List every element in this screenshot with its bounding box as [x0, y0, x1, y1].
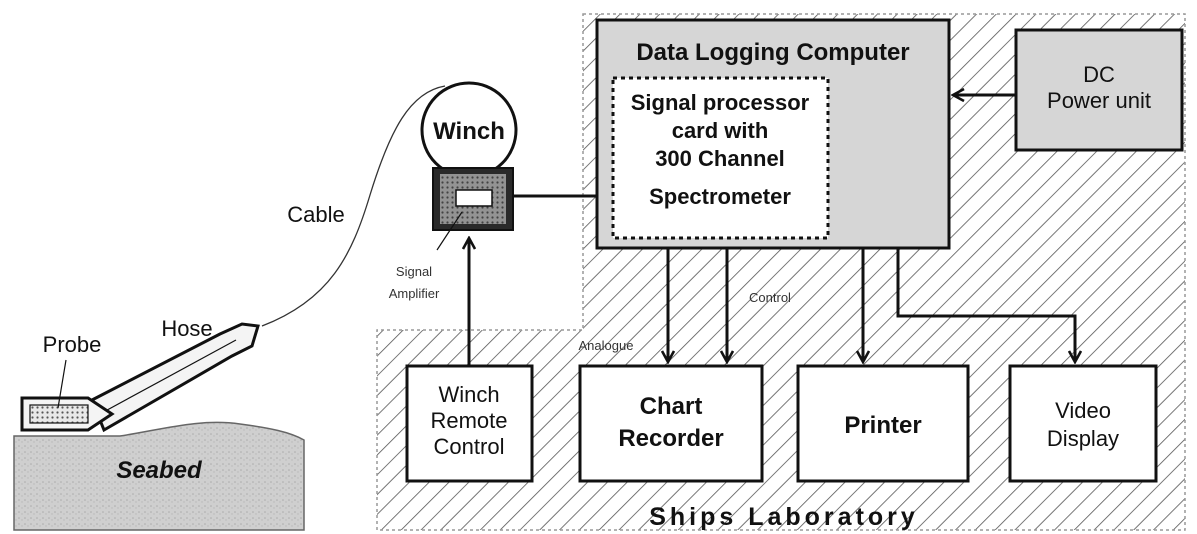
- hose-label: Hose: [161, 316, 212, 341]
- hose-inner-line: [97, 339, 237, 416]
- winch-remote-line-1: Winch: [438, 382, 499, 407]
- signal-processor-card: Signal processor card with 300 Channel S…: [611, 76, 830, 240]
- signal-amplifier-label-1: Signal: [396, 264, 432, 279]
- seabed: Seabed: [13, 421, 305, 531]
- cable-label: Cable: [287, 202, 344, 227]
- signal-amplifier-label-2: Amplifier: [389, 286, 440, 301]
- signal-processor-line-1: Signal processor: [631, 90, 810, 115]
- winch-label: Winch: [433, 118, 505, 145]
- data-logging-computer-label: Data Logging Computer: [636, 39, 909, 66]
- winch-remote-line-2: Remote: [430, 408, 507, 433]
- video-display-arrow: [896, 248, 1075, 362]
- dc-power-line-1: DC: [1083, 62, 1115, 87]
- probe-label: Probe: [43, 332, 102, 357]
- data-logging-computer: Data Logging Computer Signal processor c…: [595, 18, 951, 250]
- dc-power-unit: DC Power unit: [1014, 28, 1184, 152]
- signal-processor-line-2: card with: [672, 118, 769, 143]
- video-display-line-1: Video: [1055, 398, 1111, 423]
- dc-power-line-2: Power unit: [1047, 88, 1151, 113]
- chart-recorder: Chart Recorder: [578, 364, 764, 483]
- cable: [261, 85, 446, 327]
- ships-laboratory-label: Ships Laboratory: [649, 503, 919, 531]
- video-display: Video Display: [1008, 364, 1158, 483]
- printer: Printer: [796, 364, 970, 483]
- printer-label: Printer: [844, 412, 921, 439]
- signal-processor-line-4: Spectrometer: [649, 184, 791, 209]
- winch-remote-line-3: Control: [434, 434, 505, 459]
- probe: [20, 396, 115, 432]
- control-label: Control: [749, 290, 791, 305]
- winch-remote-control: Winch Remote Control: [405, 364, 534, 483]
- analogue-label: Analogue: [579, 338, 634, 353]
- chart-recorder-line-2: Recorder: [618, 425, 723, 452]
- video-display-line-2: Display: [1047, 426, 1119, 451]
- signal-processor-line-3: 300 Channel: [655, 146, 785, 171]
- winch: Winch: [420, 81, 518, 179]
- probe-pointer: [57, 359, 67, 409]
- signal-amplifier: [432, 167, 514, 231]
- amplifier-pointer: [436, 211, 463, 251]
- chart-recorder-line-1: Chart: [640, 393, 703, 420]
- seabed-label: Seabed: [116, 457, 203, 484]
